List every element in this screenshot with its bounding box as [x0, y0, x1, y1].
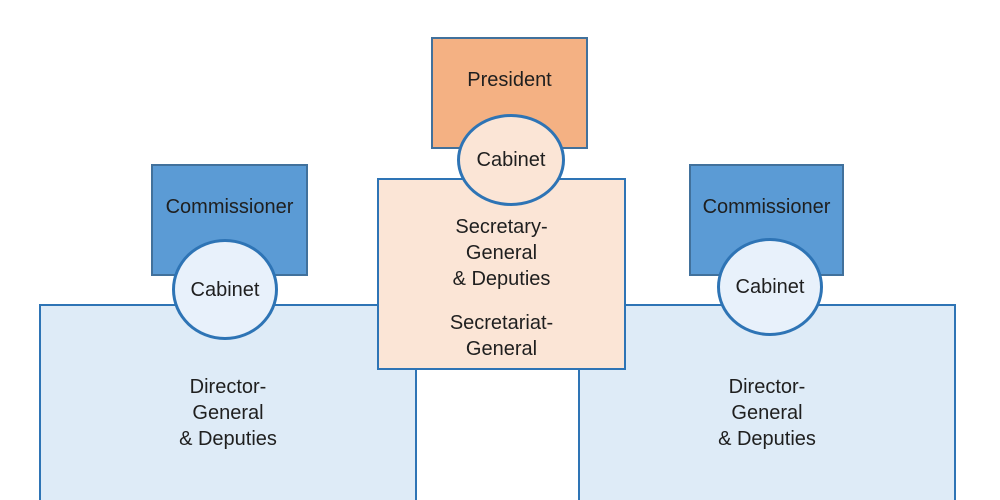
secretary-general-lines: Secretary- General & Deputies	[379, 214, 624, 292]
director-general-right-label: Director- General & Deputies	[580, 306, 954, 452]
cabinet-left-label: Cabinet	[190, 278, 260, 301]
commissioner-right-box: Commissioner	[689, 164, 844, 276]
label-line: & Deputies	[452, 268, 551, 290]
label-line: Secretariat-	[449, 312, 554, 334]
cabinet-president-oval: Cabinet	[457, 114, 565, 206]
president-label: President	[467, 69, 552, 91]
secretariat-general-label: Secretary- General & Deputies Secretaria…	[379, 180, 624, 362]
secretariat-general-box: Secretary- General & Deputies Secretaria…	[377, 178, 626, 370]
commissioner-right-label: Commissioner	[702, 196, 831, 218]
label-line: General	[192, 402, 264, 424]
label-line: General	[465, 242, 538, 264]
cabinet-president-label: Cabinet	[476, 149, 546, 171]
label-line: Director-	[189, 376, 267, 398]
cabinet-left-oval: Cabinet	[172, 239, 278, 340]
label-line: & Deputies	[718, 428, 816, 450]
director-general-left-label: Director- General & Deputies	[41, 306, 415, 452]
label-line: Director-	[728, 376, 806, 398]
director-general-right-box: Director- General & Deputies	[578, 304, 956, 500]
cabinet-right-label: Cabinet	[735, 276, 805, 298]
label-line: General	[731, 402, 803, 424]
label-line: General	[465, 338, 538, 360]
label-line: & Deputies	[179, 428, 277, 450]
commissioner-left-box: Commissioner	[151, 164, 308, 276]
cabinet-right-oval: Cabinet	[717, 238, 823, 336]
label-line: Secretary-	[455, 216, 548, 238]
secretariat-lines: Secretariat- General	[379, 310, 624, 362]
commissioner-left-label: Commissioner	[165, 196, 294, 218]
